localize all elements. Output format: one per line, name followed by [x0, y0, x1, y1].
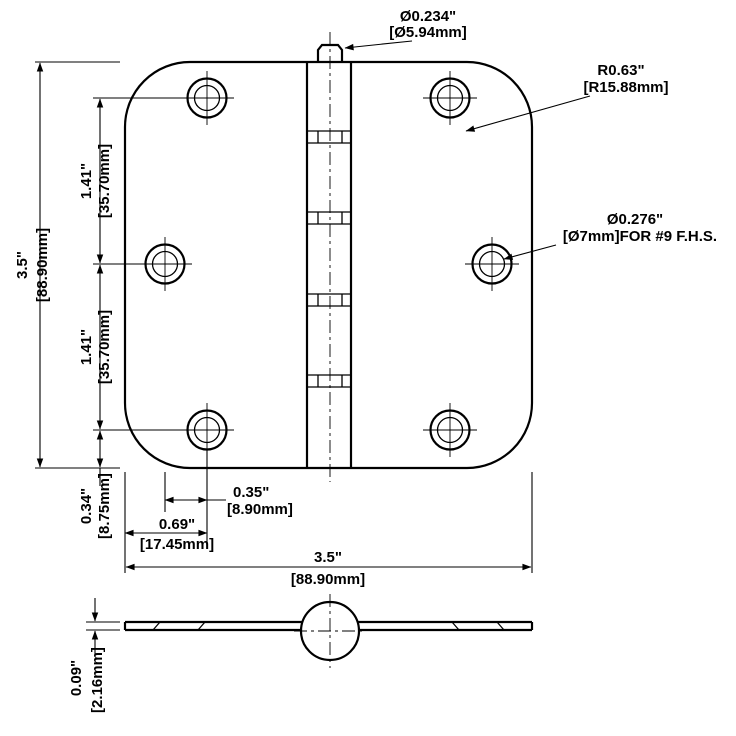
dim-width-inch: 3.5"	[314, 549, 342, 566]
callout-hole-mm: [Ø7mm]FOR #9 F.H.S.	[563, 228, 717, 245]
screw-hole-mid-left	[138, 237, 192, 291]
screw-hole-top-left	[180, 71, 234, 125]
screw-hole-bottom-right	[423, 403, 477, 457]
dim-spacing-upper-inch: 1.41"	[78, 163, 95, 199]
dim-hole-inset-inch: 0.35"	[233, 484, 269, 501]
knuckle-joint-4	[307, 374, 351, 388]
screw-hole-top-right	[423, 71, 477, 125]
knuckle-joint-1	[307, 130, 351, 144]
callout-pin-inch: Ø0.234"	[400, 8, 456, 25]
dim-height-mm: [88.90mm]	[34, 228, 51, 302]
hinge-front-view	[123, 32, 534, 482]
dim-width-mm: [88.90mm]	[291, 571, 365, 588]
dim-edge-margin-inch: 0.34"	[78, 488, 95, 524]
dim-spacing-lower-inch: 1.41"	[78, 329, 95, 365]
countersink-marks	[152, 621, 505, 631]
screw-hole-mid-right	[465, 237, 519, 291]
dim-leaf-thickness: 0.09" [2.16mm]	[68, 598, 120, 713]
callout-hole-diameter: Ø0.276" [Ø7mm]FOR #9 F.H.S.	[503, 211, 717, 260]
dim-spacing-lower-mm: [35.70mm]	[96, 310, 113, 384]
knuckle-joint-2	[307, 211, 351, 225]
hinge-side-view	[123, 594, 534, 668]
dim-spacing-upper-mm: [35.70mm]	[96, 144, 113, 218]
dim-overall-height: 3.5" [88.90mm]	[14, 61, 120, 469]
dim-thickness-mm: [2.16mm]	[89, 647, 106, 713]
callout-hole-inch: Ø0.276"	[607, 211, 663, 228]
hinge-plate-outline	[123, 60, 534, 470]
dim-thickness-inch: 0.09"	[68, 660, 85, 696]
dim-hole-offsets: 0.35" [8.90mm] 0.69" [17.45mm]	[124, 450, 293, 553]
callout-radius-inch: R0.63"	[597, 62, 644, 79]
callout-corner-radius: R0.63" [R15.88mm]	[465, 62, 669, 132]
callout-pin-diameter: Ø0.234" [Ø5.94mm]	[344, 8, 467, 51]
dim-height-inch: 3.5"	[14, 251, 31, 279]
dim-edge-margin-mm: [8.75mm]	[96, 473, 113, 539]
dim-hole-inset-mm: [8.90mm]	[227, 501, 293, 518]
hinge-barrel	[305, 43, 353, 468]
dim-hole-offset-inch: 0.69"	[159, 516, 195, 533]
dim-hole-offset-mm: [17.45mm]	[140, 536, 214, 553]
dim-hole-spacing: 1.41" [35.70mm] 1.41" [35.70mm]	[78, 97, 183, 431]
screw-hole-bottom-left	[180, 403, 234, 457]
callout-radius-mm: [R15.88mm]	[583, 79, 668, 96]
dim-overall-width: 3.5" [88.90mm]	[124, 472, 533, 588]
dim-edge-margin: 0.34" [8.75mm]	[78, 430, 113, 539]
hinge-pin-top	[316, 43, 344, 62]
callout-pin-mm: [Ø5.94mm]	[389, 24, 467, 41]
knuckle-joint-3	[307, 293, 351, 307]
